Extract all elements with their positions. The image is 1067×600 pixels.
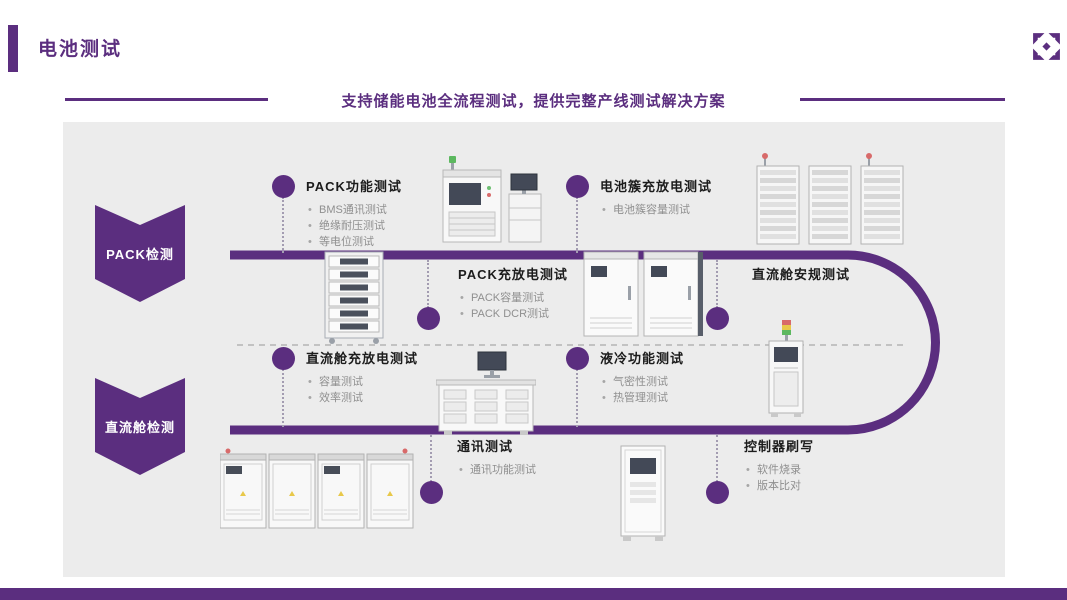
test-title: PACK充放电测试 <box>458 267 568 282</box>
test-title: 电池簇充放电测试 <box>600 179 713 194</box>
stage-label: PACK检测 <box>106 247 174 262</box>
test-block-communication: 通讯测试 通讯功能测试 <box>457 436 536 478</box>
connector-line <box>282 369 284 427</box>
test-block-controller-flash: 控制器刷写 软件烧录 版本比对 <box>744 436 814 494</box>
flow-node-dot <box>271 174 295 198</box>
stage-chevron-shape <box>95 378 185 475</box>
connector-line <box>282 197 284 253</box>
flow-node-dot <box>416 306 440 330</box>
flow-node-dot <box>705 480 729 504</box>
test-bullet: 容量测试 <box>306 374 418 390</box>
test-bullet: BMS通讯测试 <box>306 202 402 218</box>
stage-pack-inspection: PACK检测 <box>95 205 185 302</box>
test-title: 液冷功能测试 <box>600 351 685 366</box>
test-block-dc-charge: 直流舱充放电测试 容量测试 效率测试 <box>306 348 418 406</box>
test-title: 控制器刷写 <box>744 439 815 454</box>
test-bullet: 效率测试 <box>306 390 418 406</box>
stage-dc-cabin-inspection: 直流舱检测 <box>95 378 185 475</box>
test-bullet: 电池簇容量测试 <box>600 202 712 218</box>
page-title: 电池测试 <box>38 39 123 60</box>
test-bullet: 气密性测试 <box>600 374 684 390</box>
flow-node-dot <box>565 174 589 198</box>
connector-line <box>430 435 432 482</box>
dc-cabin-cabinets <box>583 251 703 337</box>
pack-charge-discharge-rack <box>324 251 384 344</box>
power-cabinet-row <box>220 448 414 529</box>
flow-node-dot <box>705 306 729 330</box>
pack-function-tester-cabinet <box>442 156 542 243</box>
dc-cabin-charge-console <box>436 351 536 435</box>
test-bullet: PACK容量测试 <box>458 290 568 306</box>
flow-node-dot <box>271 346 295 370</box>
connector-line <box>576 197 578 253</box>
test-block-dc-safety: 直流舱安规测试 <box>752 264 850 290</box>
flow-node-dot <box>419 480 443 504</box>
test-bullet: 绝缘耐压测试 <box>306 218 402 234</box>
test-bullet: 通讯功能测试 <box>457 462 536 478</box>
test-bullet: 热管理测试 <box>600 390 684 406</box>
stage-label: 直流舱检测 <box>104 420 175 435</box>
test-title: 直流舱充放电测试 <box>306 351 419 366</box>
connector-line <box>427 260 429 308</box>
connector-line <box>576 369 578 427</box>
subtitle: 支持储能电池全流程测试，提供完整产线测试解决方案 <box>341 93 726 110</box>
subtitle-divider-left <box>65 98 268 101</box>
test-block-pack-function: PACK功能测试 BMS通讯测试 绝缘耐压测试 等电位测试 <box>306 176 402 250</box>
test-title: 直流舱安规测试 <box>752 267 851 282</box>
subtitle-divider-right <box>800 98 1005 101</box>
test-bullet: PACK DCR测试 <box>458 306 568 322</box>
battery-cluster-test-racks <box>756 153 904 245</box>
test-bullet: 软件烧录 <box>744 462 814 478</box>
bottom-accent-bar <box>0 588 1067 600</box>
test-bullet: 等电位测试 <box>306 234 402 250</box>
connector-line <box>716 260 718 308</box>
dc-cabin-safety-tower <box>768 320 804 417</box>
test-block-liquid-cooling: 液冷功能测试 气密性测试 热管理测试 <box>600 348 684 406</box>
connector-line <box>716 435 718 482</box>
test-title: PACK功能测试 <box>306 179 402 194</box>
test-title: 通讯测试 <box>457 439 514 454</box>
flow-node-dot <box>565 346 589 370</box>
communication-test-cabinet <box>620 445 666 541</box>
test-block-cluster-charge: 电池簇充放电测试 电池簇容量测试 <box>600 176 712 218</box>
brand-logo-icon <box>1033 33 1060 60</box>
test-bullet: 版本比对 <box>744 478 814 494</box>
test-block-pack-charge: PACK充放电测试 PACK容量测试 PACK DCR测试 <box>458 264 568 322</box>
stage-chevron-shape <box>95 205 185 302</box>
title-accent-bar <box>8 25 18 72</box>
